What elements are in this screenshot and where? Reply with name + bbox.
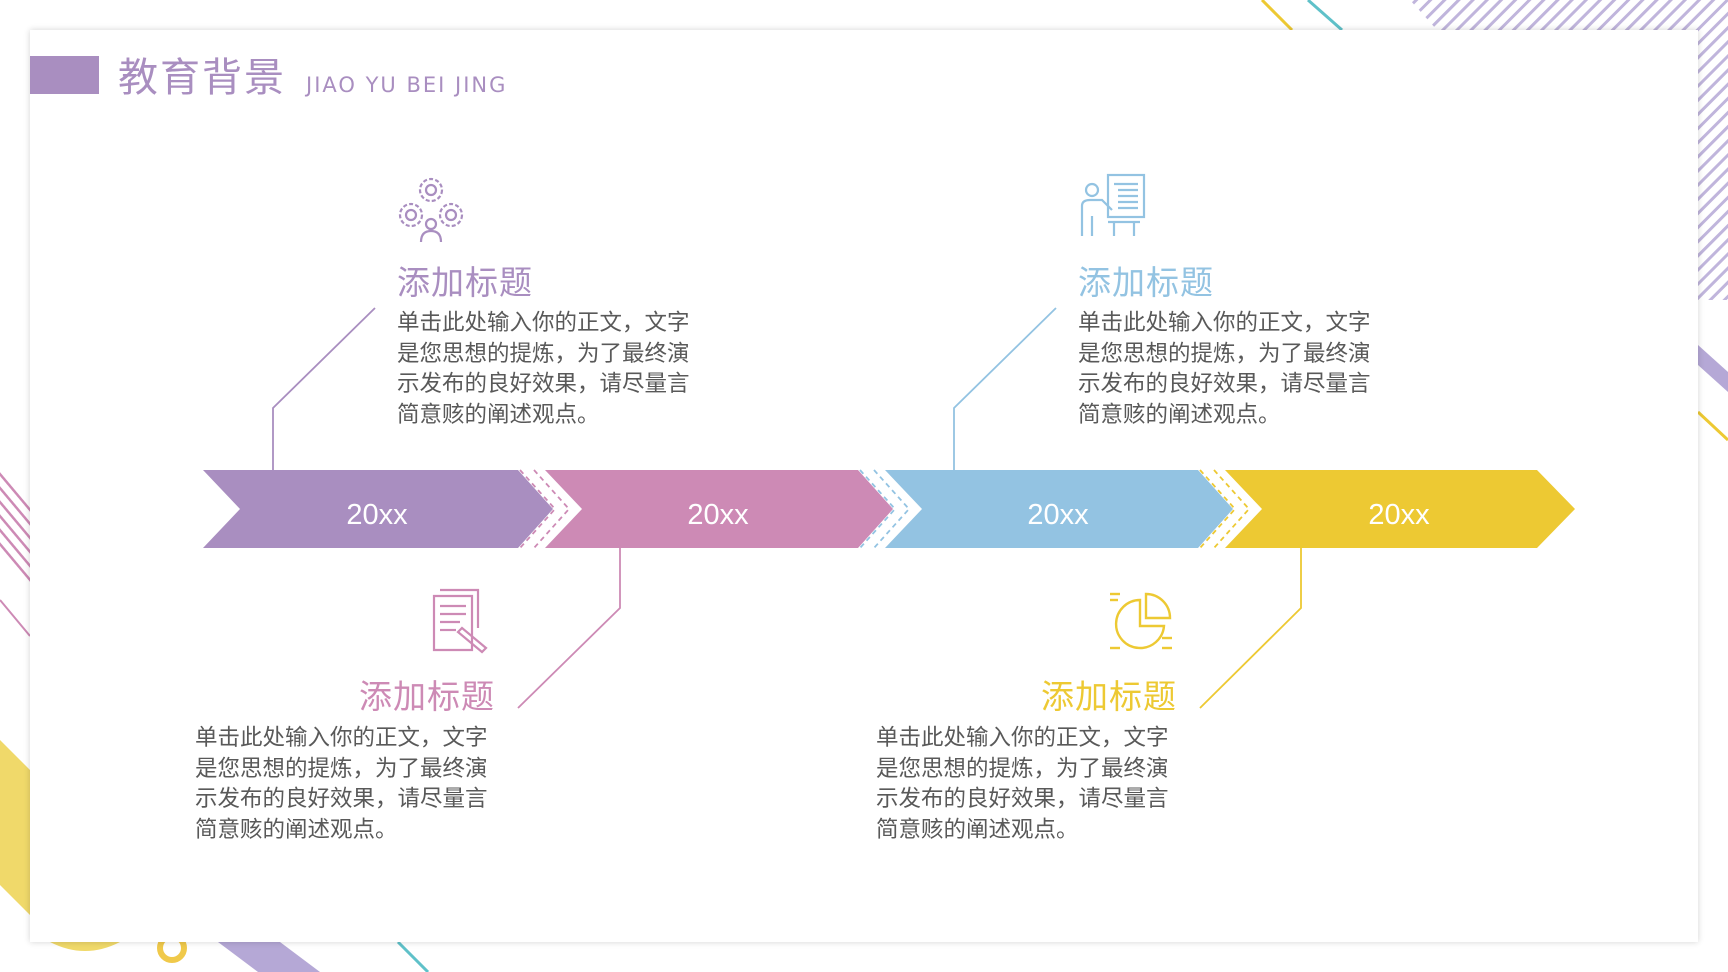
connector-line-4 xyxy=(1199,548,1302,709)
year-label-3: 20xx xyxy=(1027,499,1089,531)
item-body-4: 单击此处输入你的正文，文字是您思想的提炼，为了最终演示发布的良好效果，请尽量言简… xyxy=(876,725,1169,843)
timeline-arrow-4 xyxy=(1225,470,1575,548)
gears-team-icon xyxy=(398,177,464,243)
header-accent-bar xyxy=(30,56,99,94)
timeline-arrow-2 xyxy=(545,470,893,548)
pie-chart-icon xyxy=(1110,592,1172,650)
year-label-1: 20xx xyxy=(346,499,408,531)
presentation-board-icon xyxy=(1080,173,1146,236)
timeline-arrow-1 xyxy=(203,470,553,548)
item-title-3: 添加标题 xyxy=(1078,263,1214,302)
connector-line-2 xyxy=(517,548,621,709)
item-body-2: 单击此处输入你的正文，文字是您思想的提炼，为了最终演示发布的良好效果，请尽量言简… xyxy=(195,725,488,843)
item-body-3: 单击此处输入你的正文，文字是您思想的提炼，为了最终演示发布的良好效果，请尽量言简… xyxy=(1078,310,1371,428)
connector-line-3 xyxy=(953,307,1057,470)
page-subtitle: JIAO YU BEI JING xyxy=(306,73,508,97)
page-title: 教育背景 xyxy=(118,55,286,101)
item-title-1: 添加标题 xyxy=(397,263,533,302)
year-label-4: 20xx xyxy=(1368,499,1430,531)
timeline-arrow-3 xyxy=(885,470,1233,548)
item-body-1: 单击此处输入你的正文，文字是您思想的提炼，为了最终演示发布的良好效果，请尽量言简… xyxy=(397,310,690,428)
item-title-4: 添加标题 xyxy=(1041,677,1177,716)
year-label-2: 20xx xyxy=(687,499,749,531)
item-title-2: 添加标题 xyxy=(359,677,495,716)
document-pen-icon xyxy=(432,588,488,654)
connector-line-1 xyxy=(272,307,376,470)
